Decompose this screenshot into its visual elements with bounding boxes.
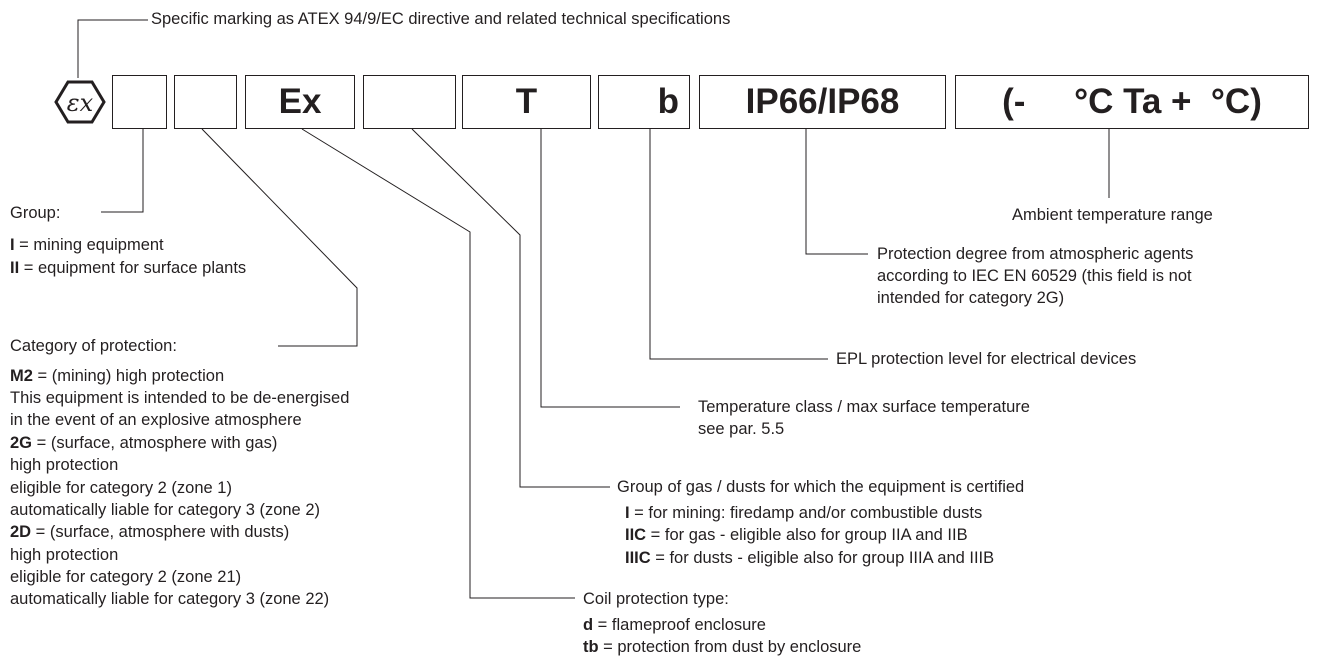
category-m2-note-1: This equipment is intended to be de-ener…: [10, 389, 350, 407]
protection-degree-leader-line: [805, 129, 868, 255]
marking-box-ex: Ex: [245, 75, 355, 129]
gas-group-leader-line: [411, 128, 610, 488]
category-m2: M2 = (mining) high protection: [10, 367, 225, 385]
coil-title: Coil protection type:: [583, 590, 729, 608]
marking-box-ip-degree: IP66/IP68: [699, 75, 946, 129]
epl-leader-line: [649, 129, 828, 360]
coil-item-tb: tb = protection from dust by enclosure: [583, 638, 862, 656]
protection-degree-line-1: Protection degree from atmospheric agent…: [877, 245, 1194, 263]
marking-box-gas-group: [363, 75, 456, 129]
category-2g-line-1: high protection: [10, 456, 119, 474]
coil-leader-line: [301, 128, 575, 599]
temperature-class-line-2: see par. 5.5: [698, 420, 785, 438]
category-2g-line-2: eligible for category 2 (zone 1): [10, 479, 232, 497]
coil-item-d: d = flameproof enclosure: [583, 616, 766, 634]
category-m2-note-2: in the event of an explosive atmosphere: [10, 411, 302, 429]
category-title: Category of protection:: [10, 337, 177, 355]
svg-text:εx: εx: [67, 89, 94, 117]
marking-box-ambient-range: (- °C Ta + °C): [955, 75, 1309, 129]
epl-label: EPL protection level for electrical devi…: [836, 350, 1137, 368]
temperature-class-leader-line: [540, 129, 680, 408]
category-2d-line-3: automatically liable for category 3 (zon…: [10, 590, 330, 608]
marking-box-group: [112, 75, 167, 129]
marking-box-temperature-class: T: [462, 75, 591, 129]
category-2d-line-1: high protection: [10, 546, 119, 564]
header-title: Specific marking as ATEX 94/9/EC directi…: [151, 10, 731, 28]
gas-group-i: I = for mining: firedamp and/or combusti…: [625, 504, 983, 522]
group-item-ii: II = equipment for surface plants: [10, 259, 247, 277]
category-2g: 2G = (surface, atmosphere with gas): [10, 434, 278, 452]
category-2g-line-3: automatically liable for category 3 (zon…: [10, 501, 320, 519]
group-item-i: I = mining equipment: [10, 236, 164, 254]
temperature-class-line-1: Temperature class / max surface temperat…: [698, 398, 1030, 416]
marking-box-category: [174, 75, 237, 129]
protection-degree-line-2: according to IEC EN 60529 (this field is…: [877, 267, 1192, 285]
group-leader-line: [101, 129, 144, 213]
gas-group-iiic: IIIC = for dusts - eligible also for gro…: [625, 549, 995, 567]
category-leader-line: [201, 128, 358, 347]
gas-group-iic: IIC = for gas - eligible also for group …: [625, 526, 968, 544]
category-2d-line-2: eligible for category 2 (zone 21): [10, 568, 242, 586]
category-2d: 2D = (surface, atmosphere with dusts): [10, 523, 290, 541]
marking-box-epl: b: [598, 75, 690, 129]
group-title: Group:: [10, 204, 61, 222]
protection-degree-line-3: intended for category 2G): [877, 289, 1065, 307]
ambient-label: Ambient temperature range: [1012, 206, 1213, 224]
gas-group-title: Group of gas / dusts for which the equip…: [617, 478, 1025, 496]
header-leader-line: [77, 19, 148, 78]
atex-ex-hexagon-icon: εx: [54, 80, 106, 124]
